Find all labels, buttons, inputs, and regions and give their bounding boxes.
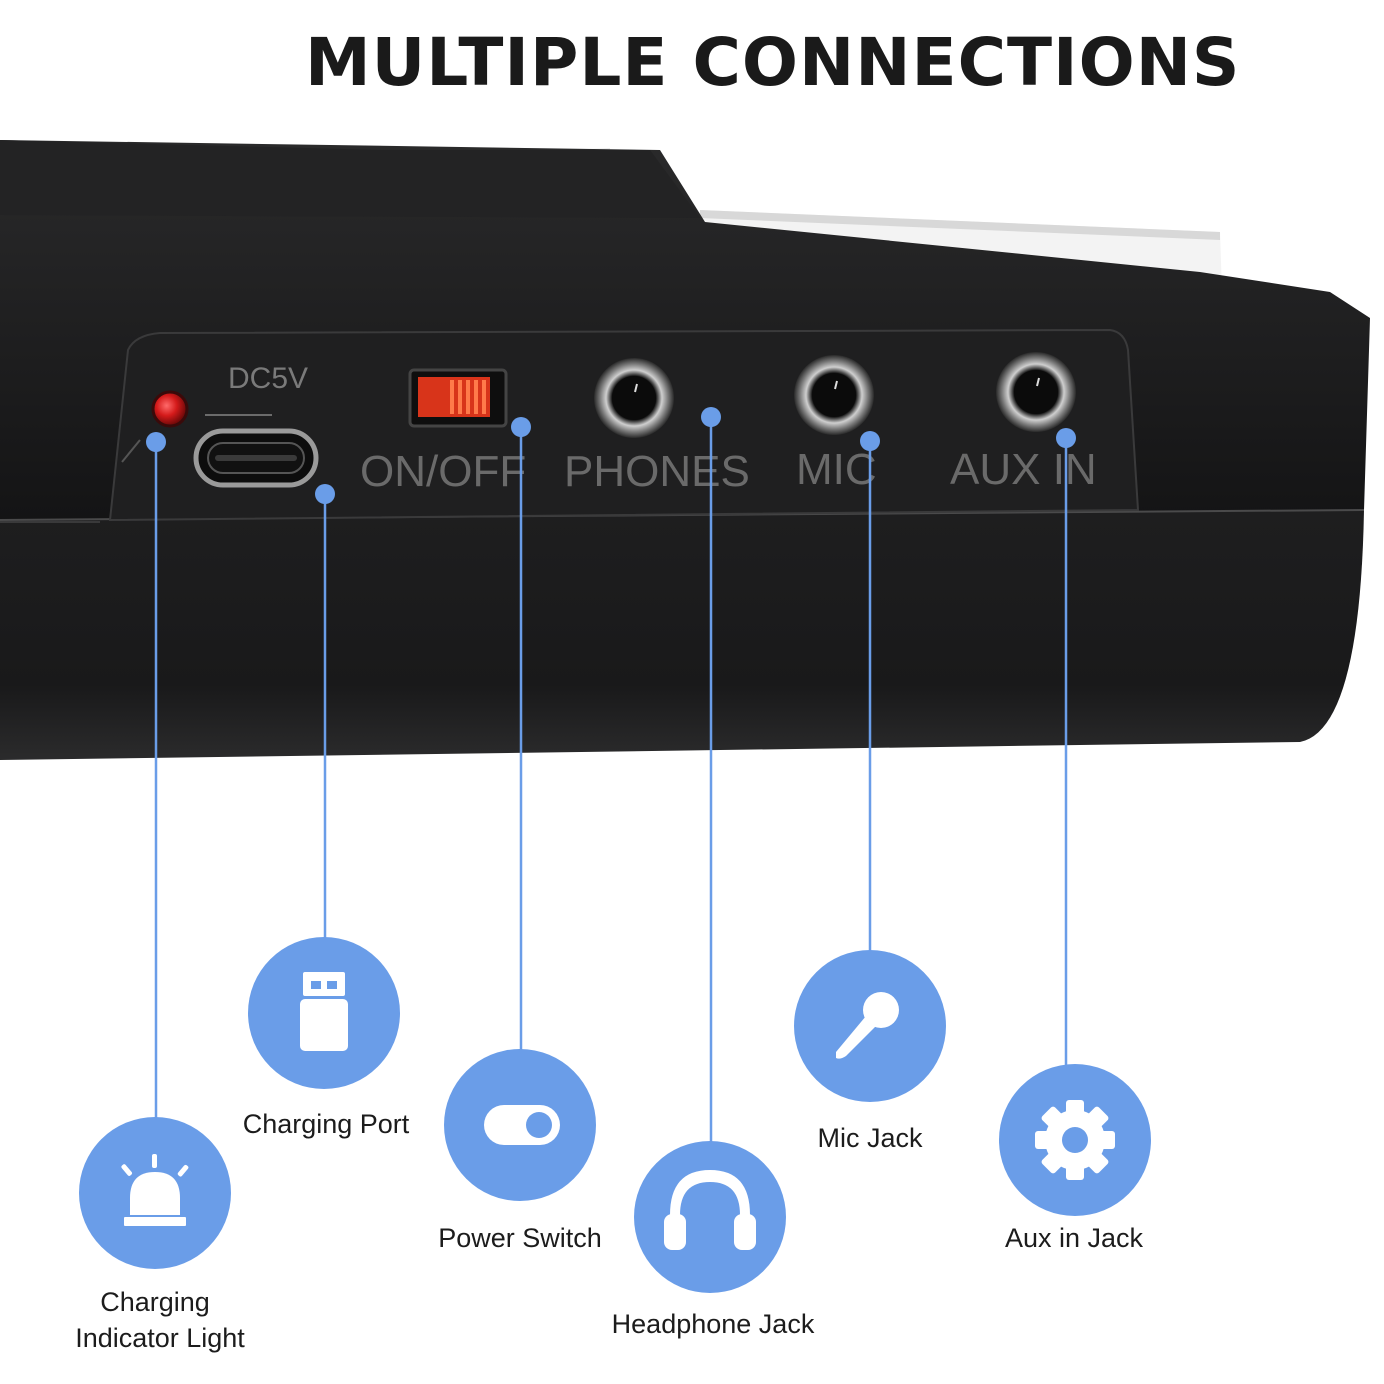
power-switch bbox=[408, 368, 508, 428]
keyboard-base bbox=[0, 510, 1364, 760]
callout-lines bbox=[154, 417, 1068, 1142]
caption-charging-port: Charging Port bbox=[242, 1109, 410, 1139]
caption-aux-in-jack: Aux in Jack bbox=[1004, 1223, 1144, 1253]
phones-jack-socket bbox=[594, 358, 674, 438]
caption-mic-jack: Mic Jack bbox=[817, 1123, 923, 1153]
aux-in-jack-socket bbox=[996, 352, 1076, 432]
charging-indicator-badge bbox=[79, 1117, 231, 1269]
page-title: MULTIPLE CONNECTIONS bbox=[305, 24, 1241, 101]
gear-icon bbox=[1035, 1100, 1115, 1180]
caption-charging-indicator-line2: Indicator Light bbox=[75, 1323, 245, 1353]
usb-c-port bbox=[193, 428, 319, 488]
aux-in-jack-badge bbox=[999, 1064, 1151, 1216]
dc5v-label: DC5V bbox=[228, 362, 308, 395]
on-off-label: ON/OFF bbox=[360, 447, 526, 496]
mic-label: MIC bbox=[796, 445, 877, 494]
aux-in-label: AUX IN bbox=[950, 445, 1097, 494]
charging-port-badge bbox=[248, 937, 400, 1089]
power-switch-badge bbox=[444, 1049, 596, 1201]
callout-dots bbox=[146, 407, 1076, 504]
charging-led bbox=[151, 390, 189, 428]
phones-label: PHONES bbox=[564, 447, 750, 496]
caption-charging-indicator-line1: Charging bbox=[100, 1287, 210, 1317]
headphone-jack-badge bbox=[634, 1141, 786, 1293]
caption-headphone-jack: Headphone Jack bbox=[611, 1309, 815, 1339]
usb-plug-icon bbox=[300, 972, 348, 1051]
microphone-icon bbox=[836, 992, 899, 1059]
toggle-switch-icon bbox=[484, 1105, 560, 1145]
mic-jack-socket bbox=[794, 355, 874, 435]
headphones-icon bbox=[664, 1170, 756, 1250]
caption-power-switch: Power Switch bbox=[438, 1223, 602, 1253]
beacon-light-icon bbox=[121, 1154, 189, 1226]
mic-jack-badge bbox=[794, 950, 946, 1102]
